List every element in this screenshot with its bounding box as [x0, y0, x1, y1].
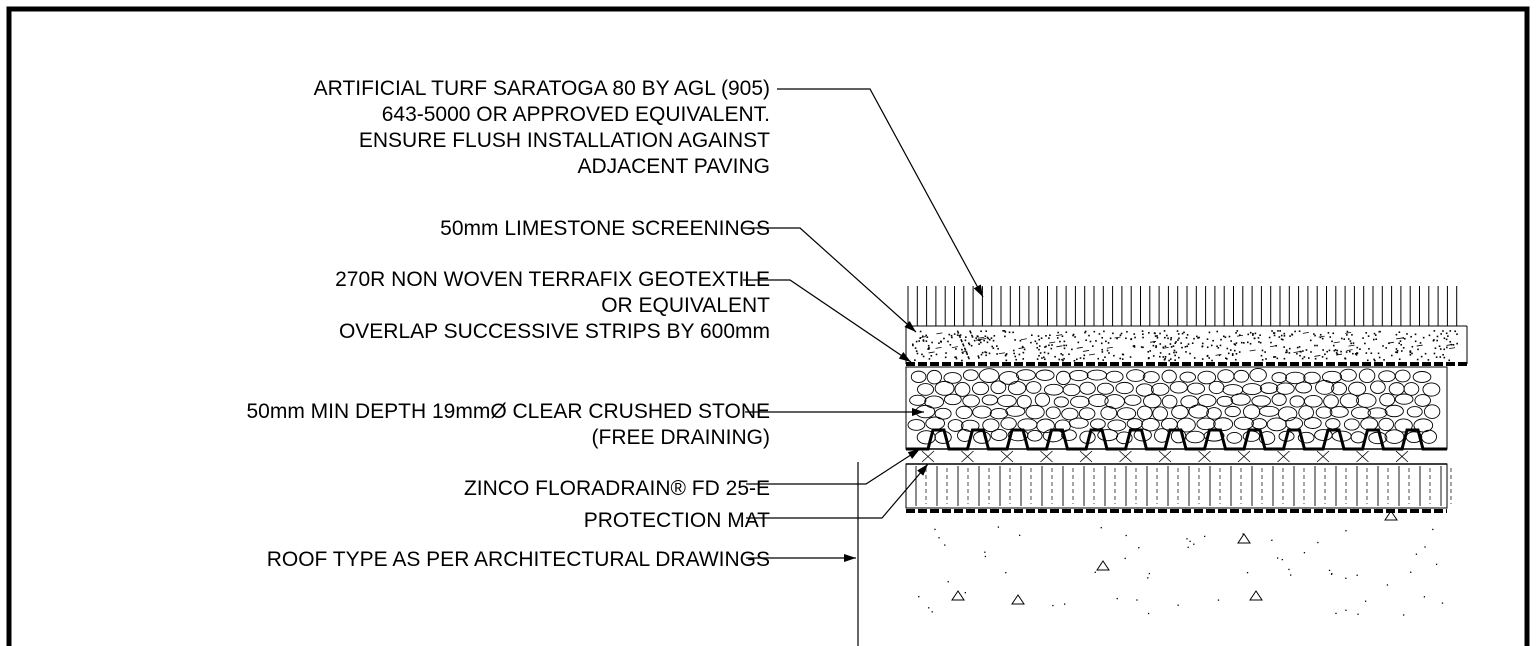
label-roof-line-1: ROOF TYPE AS PER ARCHITECTURAL DRAWINGS	[266, 548, 770, 571]
label-geotextile-line-2: OR EQUIVALENT	[601, 294, 770, 317]
label-stone: 50mm MIN DEPTH 19mmØ CLEAR CRUSHED STONE…	[246, 399, 770, 451]
crushed-stone-layer	[905, 366, 1448, 450]
sheet-border	[6, 6, 1530, 646]
label-screenings-line-1: 50mm LIMESTONE SCREENINGS	[440, 217, 770, 240]
label-turf-line-3: ENSURE FLUSH INSTALLATION AGAINST	[358, 129, 770, 152]
floradrain-layer	[906, 428, 1447, 465]
label-mat-line-1: PROTECTION MAT	[583, 509, 770, 532]
label-floradrain: ZINCO FLORADRAIN® FD 25-E	[464, 476, 770, 502]
label-mat: PROTECTION MAT	[584, 508, 770, 534]
protection-mat-layer	[905, 463, 1452, 513]
label-stone-line-2: (FREE DRAINING)	[591, 426, 771, 449]
label-turf-line-1: ARTIFICIAL TURF SARATOGA 80 BY AGL (905)	[313, 77, 770, 100]
artificial-turf-layer	[906, 286, 1467, 327]
label-stone-line-1: 50mm MIN DEPTH 19mmØ CLEAR CRUSHED STONE	[246, 400, 770, 423]
label-turf-line-2: 643-5000 OR APPROVED EQUIVALENT.	[381, 103, 770, 126]
leader-lines	[743, 88, 984, 646]
label-turf: ARTIFICIAL TURF SARATOGA 80 BY AGL (905)…	[314, 76, 770, 180]
roof-layer	[918, 510, 1444, 616]
label-roof: ROOF TYPE AS PER ARCHITECTURAL DRAWINGS	[267, 547, 770, 573]
label-geotextile: 270R NON WOVEN TERRAFIX GEOTEXTILE OR EQ…	[335, 267, 770, 345]
label-turf-line-4: ADJACENT PAVING	[577, 155, 770, 178]
label-screenings: 50mm LIMESTONE SCREENINGS	[440, 216, 770, 242]
label-geotextile-line-3: OVERLAP SUCCESSIVE STRIPS BY 600mm	[338, 320, 770, 343]
limestone-screenings-layer	[905, 326, 1468, 364]
label-floradrain-line-1: ZINCO FLORADRAIN® FD 25-E	[463, 477, 770, 500]
label-geotextile-line-1: 270R NON WOVEN TERRAFIX GEOTEXTILE	[335, 268, 770, 291]
